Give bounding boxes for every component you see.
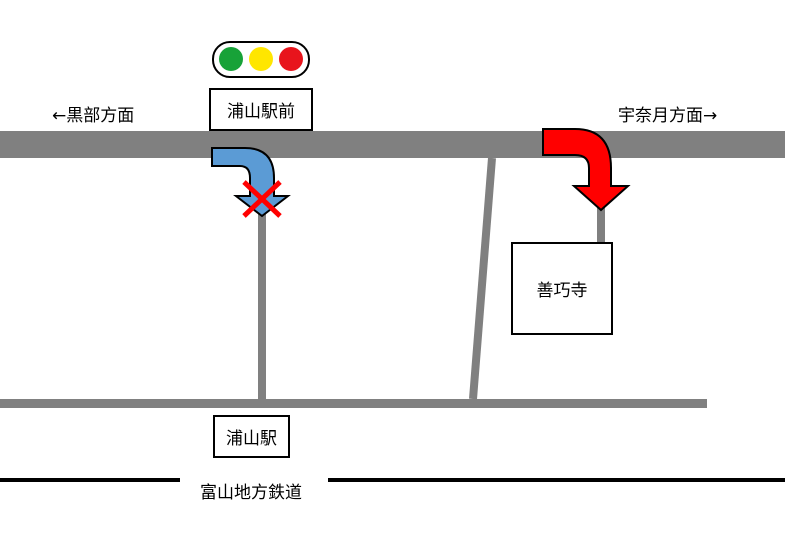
traffic-light-yellow-lamp [249, 47, 273, 71]
station-access-road [258, 158, 266, 399]
railway-name-label: 富山地方鉄道 [196, 478, 306, 503]
traffic-light-icon [212, 41, 310, 78]
main-road [0, 131, 785, 158]
left-turn-arrow-icon [211, 147, 291, 218]
direction-right-label: 宇奈月方面→ [618, 106, 718, 126]
traffic-light-green-lamp [219, 47, 243, 71]
temple-building: 善巧寺 [511, 242, 613, 335]
lower-road [0, 399, 707, 408]
traffic-light-red-lamp [279, 47, 303, 71]
station-label: 浦山駅 [213, 415, 290, 458]
intersection-label: 浦山駅前 [209, 88, 313, 131]
temple-access-road [597, 205, 605, 243]
right-turn-arrow-icon [542, 128, 631, 212]
cross-mark-icon [242, 180, 282, 218]
diagonal-road [469, 157, 496, 400]
direction-left-label: ←黒部方面 [52, 106, 135, 126]
